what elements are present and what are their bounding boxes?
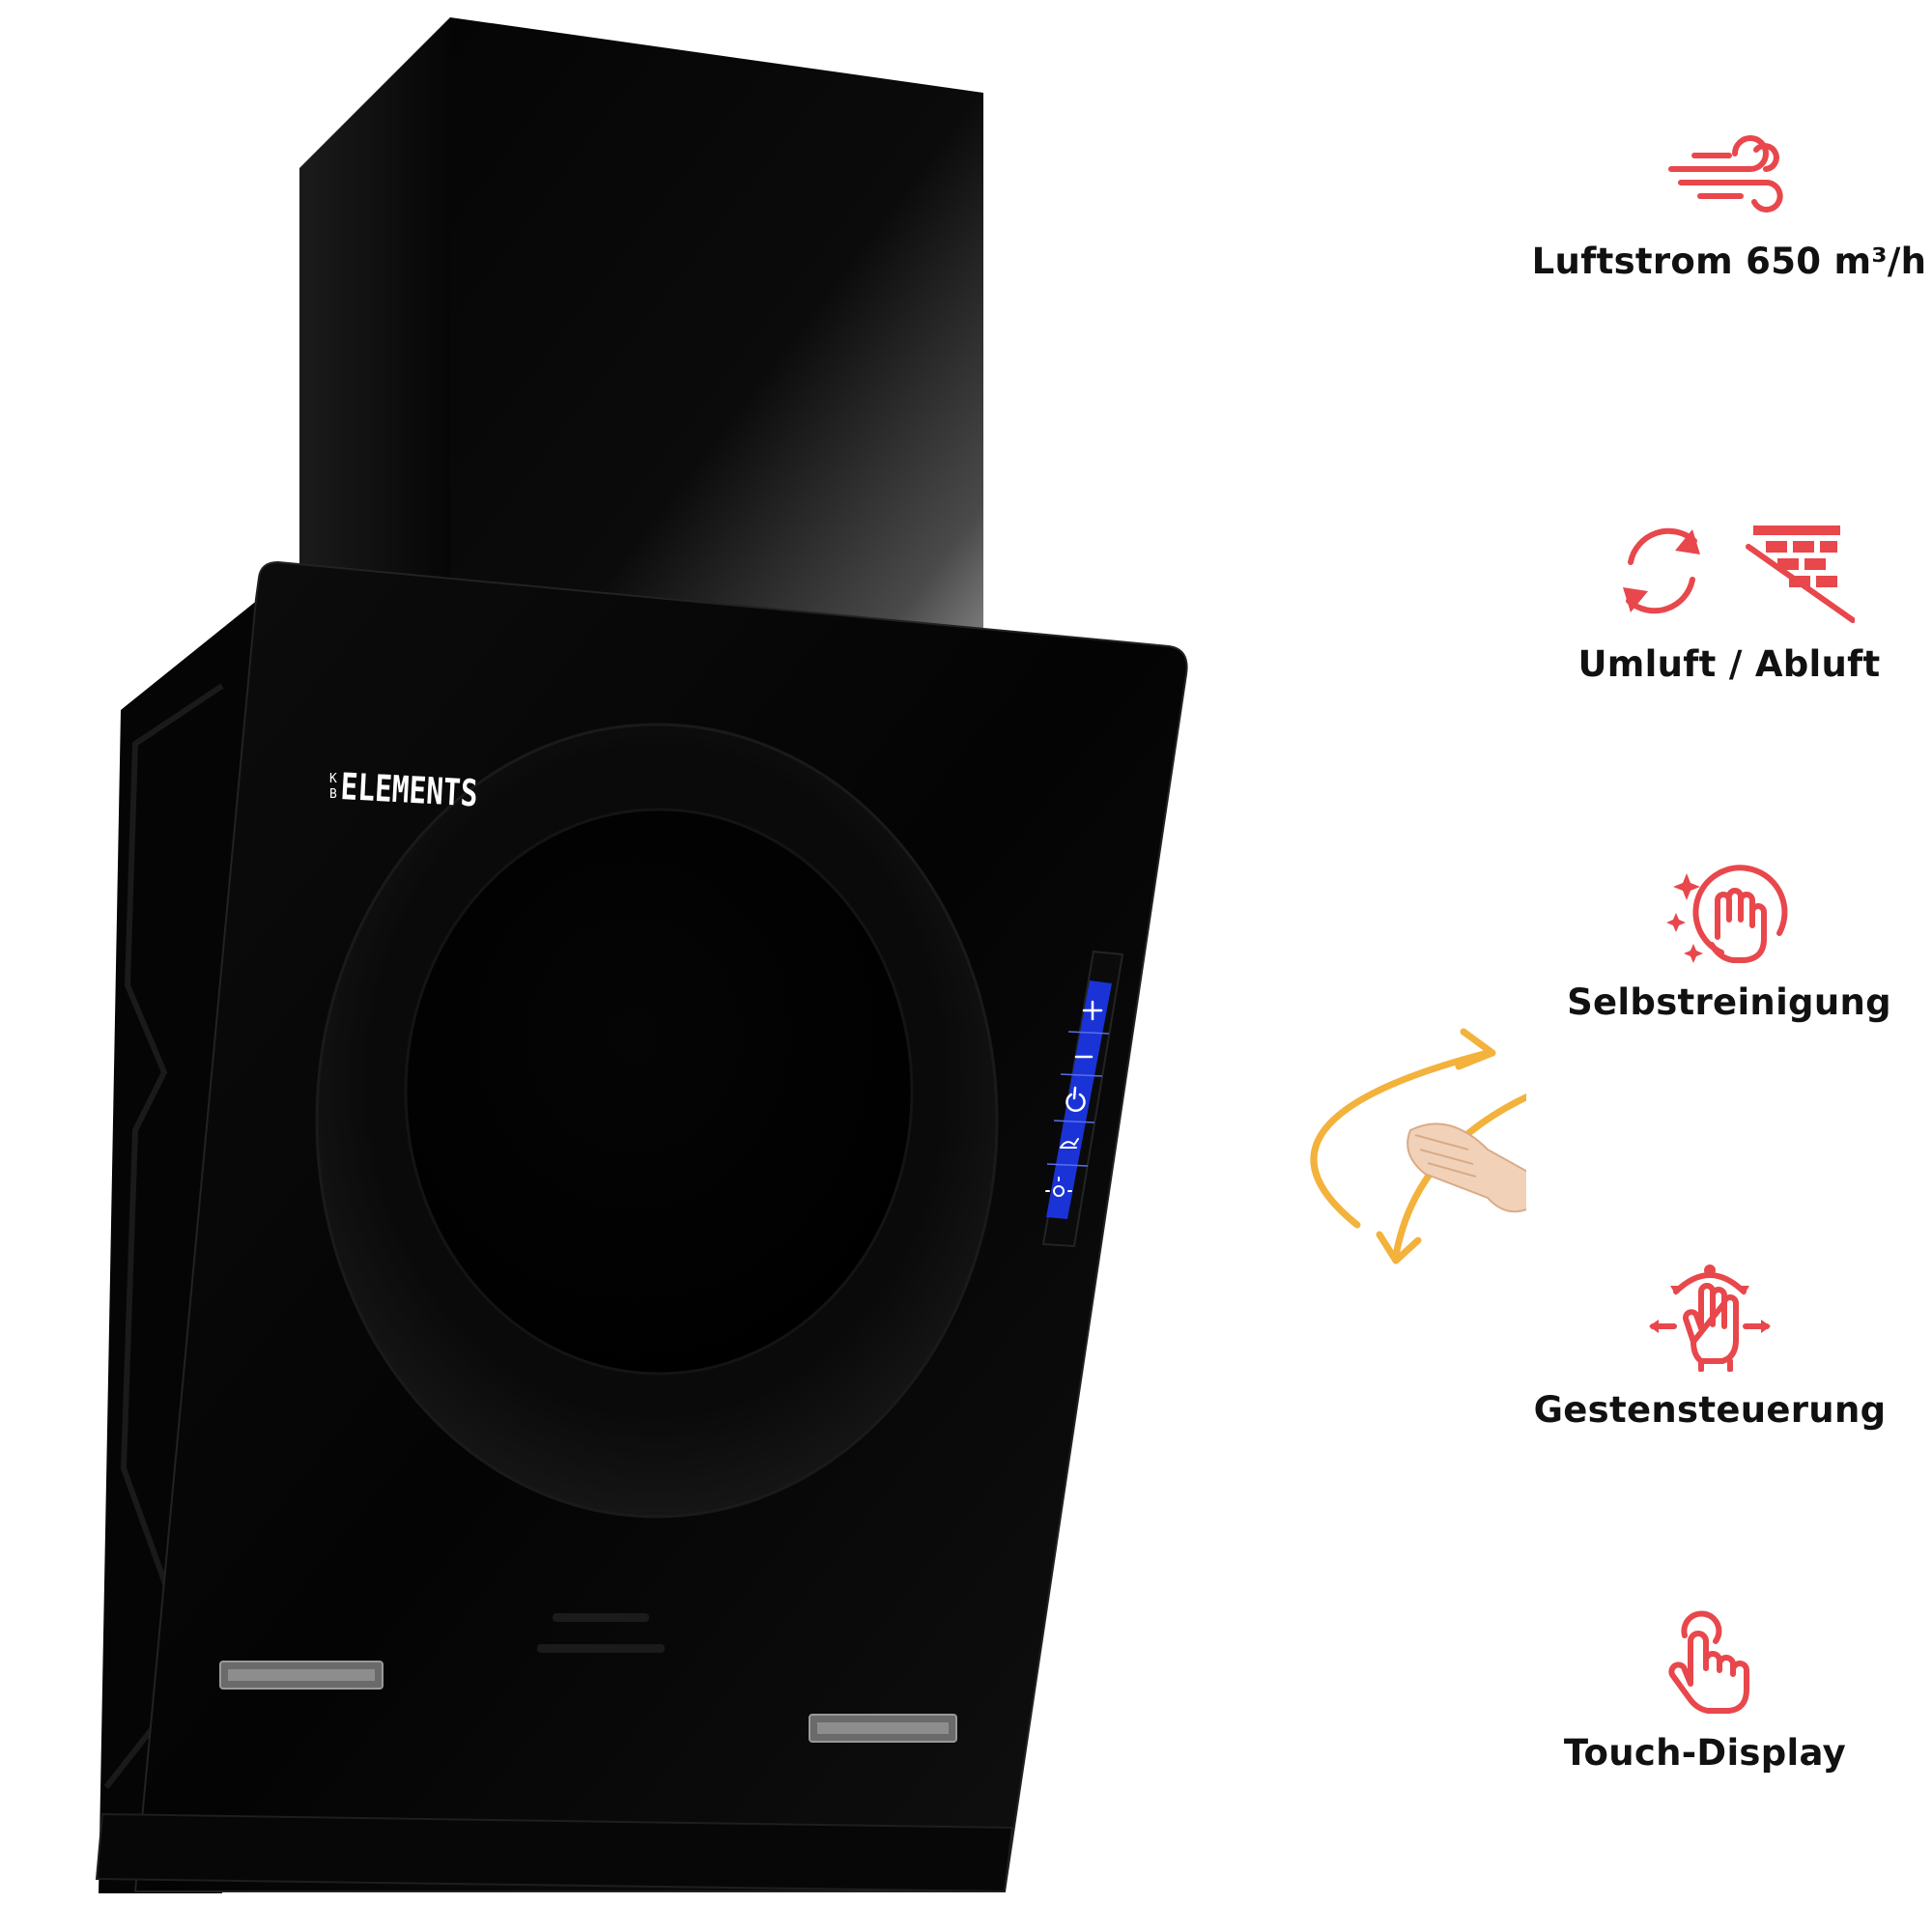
chimney-front bbox=[450, 17, 983, 715]
gesture-arrow-down-head bbox=[1376, 1231, 1422, 1264]
no-exhaust-chimney-icon bbox=[1746, 526, 1855, 623]
range-hood-image: K B ELEMENTS bbox=[95, 17, 1526, 1893]
recirculation-exhaust-icon bbox=[1623, 526, 1855, 623]
power-icon bbox=[1065, 1093, 1086, 1112]
control-panel-glow bbox=[1046, 980, 1112, 1219]
gesture-arrow-up bbox=[1310, 1049, 1492, 1229]
feature-touch-display: Touch-Display bbox=[1483, 1608, 1927, 1774]
feature-label-recirculation: Umluft / Abluft bbox=[1577, 643, 1881, 685]
power-button[interactable] bbox=[1065, 1086, 1086, 1112]
feature-label-airflow: Luftstrom 650 m³/h bbox=[1531, 241, 1927, 282]
led-light-left bbox=[219, 1661, 384, 1690]
button-dividers bbox=[1046, 1031, 1110, 1167]
gesture-arrow-up-head bbox=[1455, 1028, 1496, 1070]
lower-vent-slot-top bbox=[553, 1613, 649, 1622]
led-light-right bbox=[809, 1714, 957, 1743]
hand-icon bbox=[1406, 1122, 1526, 1213]
brand-prefix-bottom: B bbox=[329, 787, 337, 802]
self-cleaning-button[interactable] bbox=[1060, 1138, 1079, 1149]
suction-ring bbox=[315, 723, 999, 1653]
feature-label-gesture-control: Gestensteuerung bbox=[1533, 1389, 1887, 1431]
control-buttons bbox=[1045, 1000, 1103, 1197]
brand-logo: K B ELEMENTS bbox=[329, 765, 479, 814]
light-icon bbox=[1053, 1185, 1065, 1197]
inner-disc bbox=[404, 808, 914, 1376]
feature-gesture-control: Gestensteuerung bbox=[1488, 1261, 1932, 1431]
gesture-control-icon bbox=[1649, 1264, 1771, 1372]
brand-name: ELEMENTS bbox=[340, 765, 479, 814]
plus-button[interactable] bbox=[1082, 1000, 1103, 1021]
lower-vent-slot-bottom bbox=[537, 1644, 665, 1653]
light-button[interactable] bbox=[1045, 1177, 1072, 1197]
feature-label-touch-display: Touch-Display bbox=[1563, 1732, 1847, 1774]
touch-control-panel[interactable] bbox=[1041, 950, 1124, 1248]
touch-display-icon bbox=[1668, 1610, 1749, 1714]
feature-self-cleaning: Selbstreinigung bbox=[1507, 858, 1932, 1023]
airflow-wind-icon bbox=[1668, 135, 1783, 213]
recirculation-icon bbox=[1623, 527, 1700, 614]
feature-recirculation: Umluft / Abluft bbox=[1507, 512, 1932, 685]
self-cleaning-icon bbox=[1060, 1138, 1079, 1149]
gesture-illustration bbox=[1310, 1028, 1526, 1264]
self-cleaning-hand-icon bbox=[1666, 865, 1788, 963]
bottom-trim bbox=[95, 1812, 1014, 1893]
brand-prefix-top: K bbox=[329, 772, 337, 786]
chimney bbox=[299, 17, 983, 715]
feature-label-self-cleaning: Selbstreinigung bbox=[1567, 981, 1891, 1023]
feature-airflow: Luftstrom 650 m³/h bbox=[1507, 130, 1932, 282]
chimney-side bbox=[299, 17, 450, 715]
